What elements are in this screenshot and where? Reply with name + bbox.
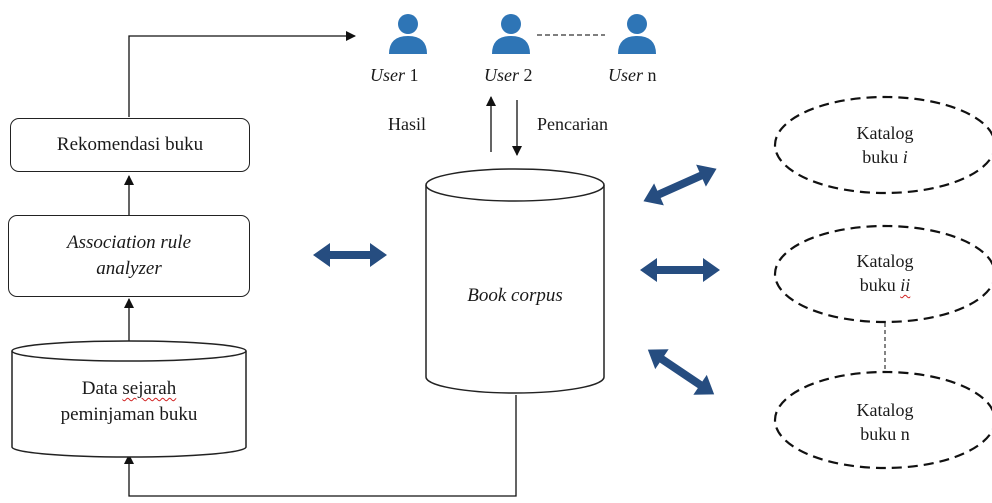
search-label: Pencarian xyxy=(537,114,608,134)
history-word-sejarah: sejarah xyxy=(122,378,177,399)
recommendation-label: Rekomendasi buku xyxy=(56,134,204,155)
catalog-n-line2: buku n xyxy=(825,422,945,446)
book-corpus-label: Book corpus xyxy=(467,285,563,306)
analyzer-box: Association rule analyzer xyxy=(8,215,250,297)
corpus-catalog-i-double-arrow xyxy=(643,164,717,206)
catalog-n-line1: Katalog xyxy=(856,400,914,420)
user-n-prefix: User xyxy=(608,65,643,85)
user-2-label: User 2 xyxy=(484,64,533,86)
user-n-icon xyxy=(618,14,656,54)
catalog-n-ellipse xyxy=(773,370,992,470)
result-label: Hasil xyxy=(388,114,426,134)
user-1-label: User 1 xyxy=(370,64,419,86)
user-n-suffix: n xyxy=(647,65,657,85)
catalog-i-line1: Katalog xyxy=(856,123,914,143)
history-data-line2: peminjaman buku xyxy=(60,404,198,425)
user-n-label: User n xyxy=(608,64,657,86)
catalog-i-suffix: i xyxy=(902,147,908,167)
analyzer-corpus-double-arrow xyxy=(313,243,387,267)
catalog-ii-suffix: ii xyxy=(900,275,911,295)
catalog-i-ellipse xyxy=(773,95,992,195)
corpus-catalog-n-double-arrow xyxy=(647,349,715,395)
user-2-icon xyxy=(492,14,530,54)
user-1-prefix: User xyxy=(370,65,405,85)
history-word-data: Data xyxy=(81,378,118,399)
user-1-suffix: 1 xyxy=(409,65,419,85)
catalog-n-label: Katalog buku n xyxy=(825,398,945,446)
history-data-cylinder xyxy=(11,340,247,458)
analyzer-label-line2: analyzer xyxy=(96,258,162,279)
catalog-n-suffix: n xyxy=(900,424,910,444)
catalog-ii-line1: Katalog xyxy=(856,251,914,271)
catalog-ii-ellipse xyxy=(773,224,992,324)
catalog-ii-label: Katalog buku ii xyxy=(825,249,945,297)
user-2-suffix: 2 xyxy=(523,65,533,85)
history-data-line1: Data sejarah xyxy=(12,376,246,402)
recommendation-box: Rekomendasi buku xyxy=(10,118,250,172)
catalog-i-line2: buku i xyxy=(825,145,945,169)
book-corpus-cylinder xyxy=(425,168,605,394)
catalog-i-label: Katalog buku i xyxy=(825,121,945,169)
catalog-ii-prefix: buku xyxy=(859,275,896,295)
corpus-to-history-arrow xyxy=(124,395,517,497)
recommendation-to-users-arrow xyxy=(128,31,356,117)
user-2-prefix: User xyxy=(484,65,519,85)
corpus-catalog-ii-double-arrow xyxy=(640,258,720,282)
catalog-ii-line2: buku ii xyxy=(825,273,945,297)
catalog-i-prefix: buku xyxy=(862,147,899,167)
history-data-label: Data sejarah peminjaman buku xyxy=(12,376,246,428)
analyzer-label-line1: Association rule xyxy=(66,232,192,253)
catalog-n-prefix: buku xyxy=(860,424,897,444)
user-1-icon xyxy=(389,14,427,54)
